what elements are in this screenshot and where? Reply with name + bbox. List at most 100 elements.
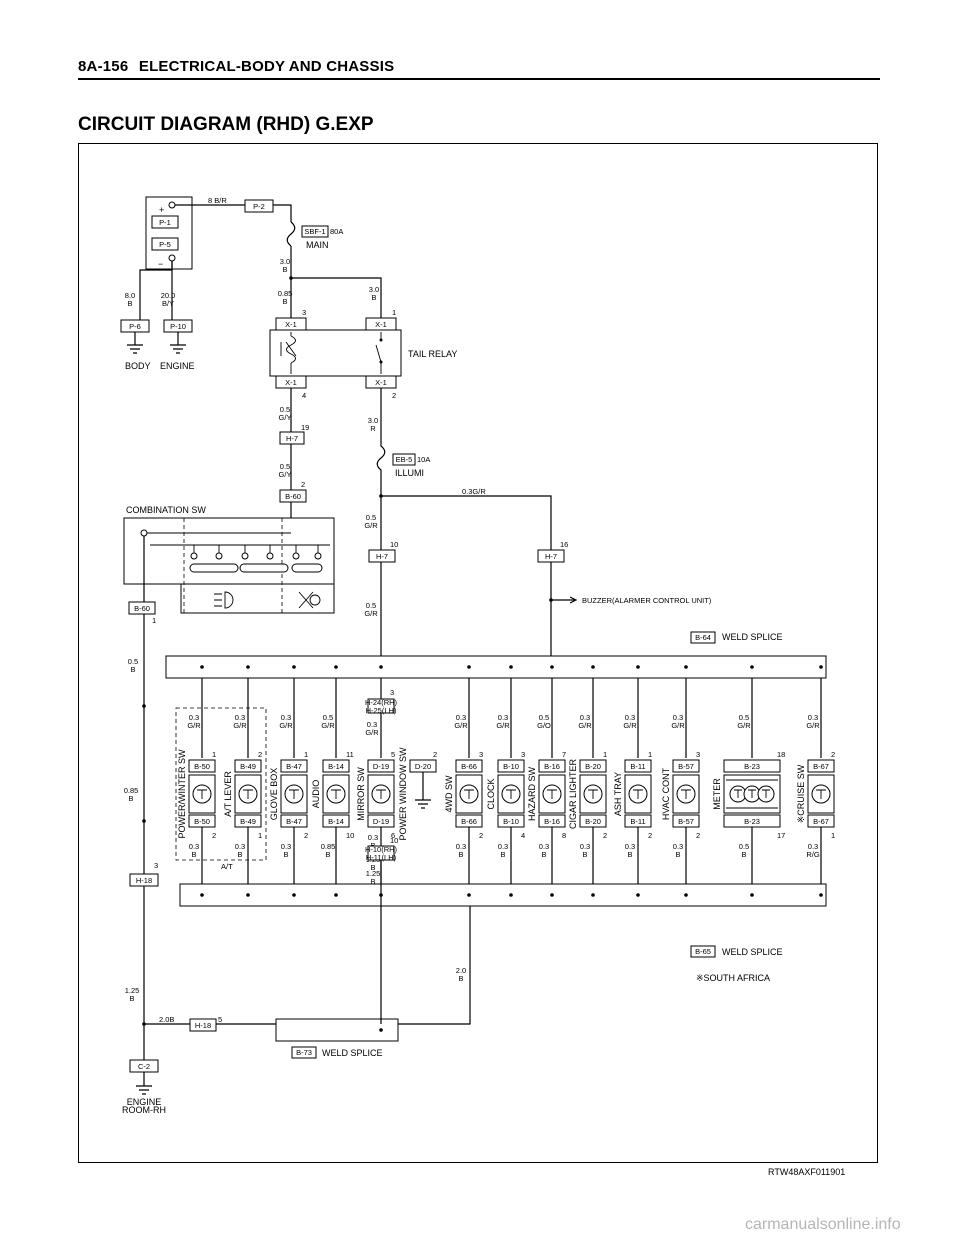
- component-name-2: GLOVE BOX: [269, 768, 279, 821]
- wire-2b: 2.0B: [159, 1015, 174, 1024]
- conn-top-label-10: B-11: [630, 762, 645, 771]
- conn-bottom-label-2: B-47: [286, 817, 302, 826]
- pin-in-1: 2: [258, 750, 262, 759]
- conn-x1-a-label: X-1: [285, 320, 297, 329]
- conn-b73-label: B-73: [296, 1048, 312, 1057]
- conn-top-8: [538, 759, 566, 773]
- component-name-1: A/T LEVER: [223, 771, 233, 817]
- conn-h7-b-label: H-7: [376, 552, 388, 561]
- pin-relay-3: 3: [302, 308, 306, 317]
- pin-in-4: 5: [391, 750, 395, 759]
- pin-relay-1: 1: [392, 308, 396, 317]
- conn-h18-b: [189, 1018, 217, 1032]
- wire-8br: 8 B/R: [208, 196, 227, 205]
- pin-out-0: 2: [212, 831, 216, 840]
- conn-b65-label: B-65: [695, 947, 711, 956]
- component-name-9: CIGAR LIGHTER: [568, 758, 578, 829]
- pin-out-3: 10: [346, 831, 354, 840]
- conn-top-1: [234, 759, 262, 773]
- conn-top-label-2: B-47: [286, 762, 302, 771]
- conn-sbf1-label: SBF-1: [304, 227, 325, 236]
- conn-bottom-label-4: D-19: [373, 817, 389, 826]
- main-fuse: [286, 221, 296, 247]
- pin-out-10: 2: [648, 831, 652, 840]
- conn-b60-a: [279, 489, 307, 503]
- conn-bottom-label-0: B-50: [194, 817, 210, 826]
- splice-b64: [165, 655, 827, 679]
- conn-x1-c-label: X-1: [285, 378, 297, 387]
- conn-top-label-13: B-67: [813, 762, 829, 771]
- wire-illumi-main: 0.3G/R: [462, 487, 486, 496]
- conn-h24-label: H-24(RH)H-25(LH): [365, 698, 398, 715]
- component-name-8: HAZARD SW: [527, 766, 537, 821]
- illumi-fuse-name: ILLUMI: [395, 468, 424, 478]
- tail-relay-label: TAIL RELAY: [408, 349, 457, 359]
- conn-bottom-label-7: B-10: [503, 817, 519, 826]
- splice-ground-label: WELD SPLICE: [322, 1048, 383, 1058]
- conn-p6-label: P-6: [129, 322, 141, 331]
- pin-out-1: 1: [258, 831, 262, 840]
- pin-h7-19: 19: [301, 423, 309, 432]
- conn-bottom-label-10: B-11: [630, 817, 645, 826]
- tail-relay: [269, 329, 402, 377]
- conn-h7-b: [368, 549, 396, 563]
- conn-top-3: [322, 759, 350, 773]
- conn-bottom-label-1: B-49: [240, 817, 256, 826]
- pin-in-7: 3: [521, 750, 525, 759]
- conn-top-6: [455, 759, 483, 773]
- pin-relay-4: 4: [302, 391, 306, 400]
- conn-top-4: [367, 759, 395, 773]
- buzzer-label: BUZZER(ALARMER CONTROL UNIT): [582, 596, 712, 605]
- splice-b73: [275, 1018, 399, 1042]
- pin-h24-3: 3: [390, 688, 394, 697]
- watermark: carmanualsonline.info: [745, 1216, 901, 1233]
- conn-top-2: [280, 759, 308, 773]
- component-name-5: POWER WINDOW SW: [398, 747, 408, 840]
- battery-block: [145, 196, 193, 270]
- ground-body-label: BODY: [125, 361, 151, 371]
- diagram-frame: [78, 143, 878, 1163]
- page-header: 8A-156 ELECTRICAL-BODY AND CHASSIS: [78, 58, 880, 80]
- pin-out-2: 2: [304, 831, 308, 840]
- battery-plus: +: [159, 205, 164, 215]
- pin-out-7: 4: [521, 831, 525, 840]
- conn-top-label-1: B-49: [240, 762, 256, 771]
- conn-bottom-label-8: B-16: [544, 817, 560, 826]
- pin-out-12: 17: [777, 831, 785, 840]
- pin-out-4: 6: [391, 831, 395, 840]
- component-name-11: HVAC CONT: [661, 767, 671, 820]
- pin-h7-16: 16: [560, 540, 568, 549]
- conn-top-label-9: B-20: [585, 762, 601, 771]
- section-title: ELECTRICAL-BODY AND CHASSIS: [138, 58, 395, 75]
- conn-b60-b: [128, 601, 156, 615]
- conn-h7-a: [279, 431, 305, 445]
